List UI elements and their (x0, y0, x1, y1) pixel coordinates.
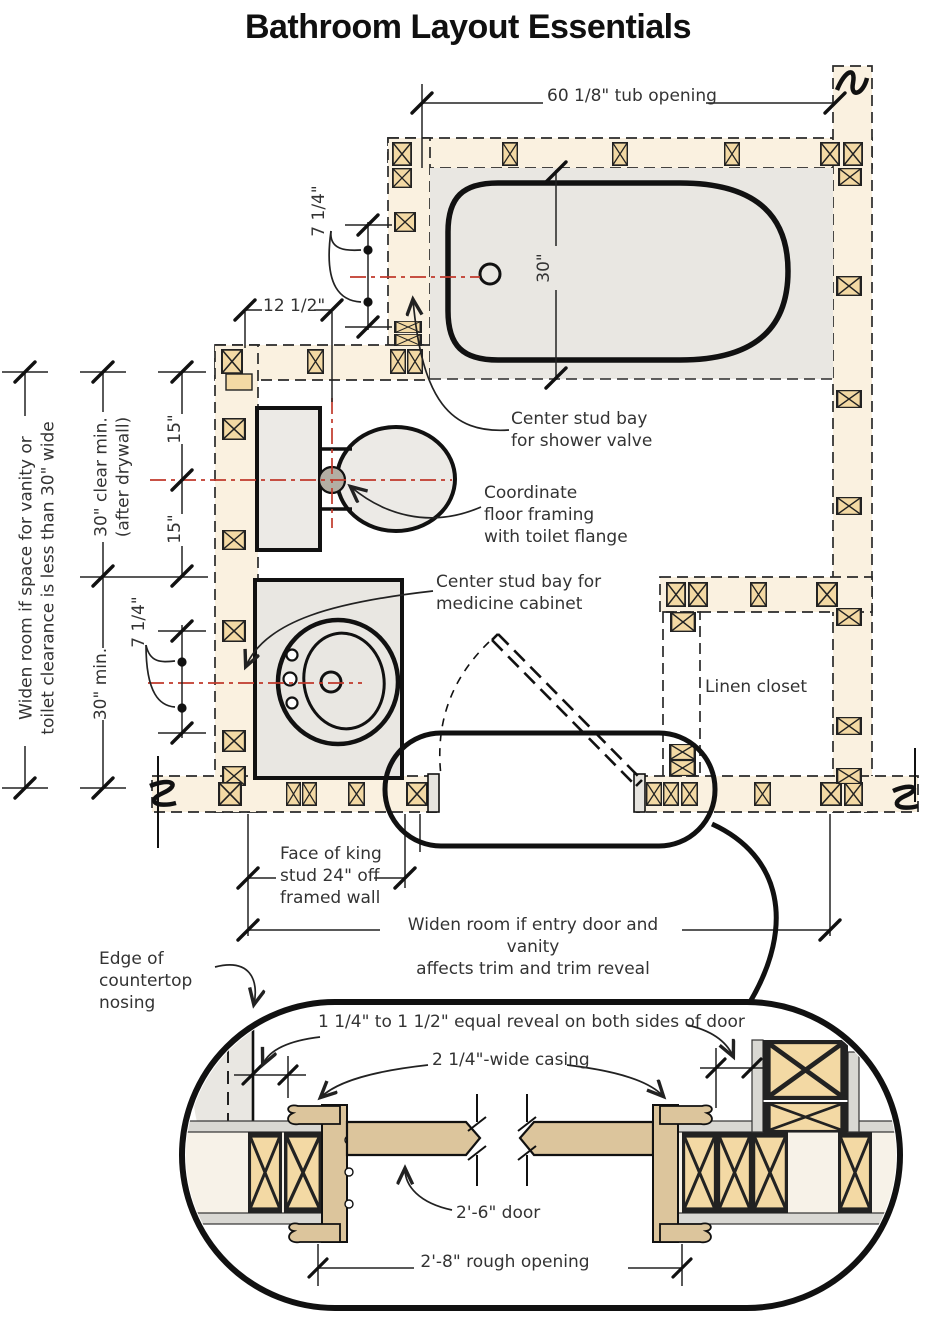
door-jamb (633, 773, 646, 813)
dim-door-size: 2'-6" door (456, 1203, 541, 1223)
detail-leader-arrows (263, 1024, 733, 1211)
callout-countertop-edge: Edge of countertop nosing (99, 949, 193, 1013)
callout-toilet-flange: Coordinate floor framing with toilet fla… (484, 483, 628, 547)
door-casing (287, 1104, 341, 1126)
callout-medicine-cabinet: Center stud bay for medicine cabinet (436, 572, 602, 614)
bathtub (445, 180, 791, 363)
note-widen-side: Widen room if space for vanity or toilet… (16, 421, 58, 735)
dim-casing-width: 2 1/4"-wide casing (432, 1050, 590, 1070)
stud-bay-dots (177, 245, 373, 713)
tub-drain (478, 262, 502, 286)
room-linen-closet: Linen closet (705, 677, 808, 697)
door-swing-arc (438, 641, 490, 777)
detail-bubble (179, 999, 903, 1311)
dim-rough-opening: 2'-8" rough opening (420, 1252, 590, 1272)
faucet-hole (285, 648, 299, 662)
studs (218, 142, 863, 806)
detail-callout-oval (382, 730, 779, 1004)
door-jamb (652, 1104, 679, 1243)
dim-tub-width: 30" (534, 253, 555, 283)
detail-dimension-ticks (241, 1057, 763, 1279)
dim-king-stud: Face of king stud 24" off framed wall (280, 844, 382, 908)
door-jamb (427, 773, 440, 813)
dim-toilet-side-left: 15" (165, 414, 186, 444)
door-slab (345, 1120, 482, 1157)
door-slab (518, 1120, 655, 1157)
faucet-hole (282, 671, 298, 687)
callout-shower-valve: Center stud bay for shower valve (511, 409, 653, 451)
note-widen-entry: Widen room if entry door and vanity affe… (407, 915, 659, 979)
toilet (255, 406, 457, 552)
door-casing (659, 1104, 713, 1126)
door-casing (288, 1222, 341, 1244)
drywall (677, 1212, 889, 1225)
leader-arrows (145, 230, 510, 1004)
dim-sink-offset: 7 1/4" (129, 596, 150, 648)
dim-stud-bay-offset: 12 1/2" (263, 296, 326, 316)
wall-break-marks (149, 70, 919, 848)
dimension-ticks (13, 91, 847, 942)
drywall (751, 1039, 764, 1133)
dim-shower-valve-offset: 7 1/4" (309, 185, 330, 237)
detail-dimension-lines (234, 1048, 764, 1286)
dim-door-reveal: 1 1/4" to 1 1/2" equal reveal on both si… (318, 1012, 745, 1032)
dim-tub-opening: 60 1/8" tub opening (547, 86, 717, 106)
vanity-sink (253, 578, 404, 780)
faucet-hole (285, 696, 299, 710)
countertop-nosing (192, 1006, 253, 1122)
dim-toilet-side-right: 15" (165, 514, 186, 544)
centerlines (148, 276, 480, 684)
door-casing (659, 1222, 712, 1244)
sink-drain (319, 670, 343, 694)
drywall (847, 1051, 860, 1133)
entry-door (427, 633, 646, 813)
page-title: Bathroom Layout Essentials (244, 8, 692, 46)
drywall (186, 1212, 323, 1225)
door-jamb (321, 1104, 348, 1243)
dim-toilet-clearance: 30" clear min. (after drywall) (91, 416, 133, 538)
dim-vanity-clearance: 30" min. (91, 647, 112, 721)
